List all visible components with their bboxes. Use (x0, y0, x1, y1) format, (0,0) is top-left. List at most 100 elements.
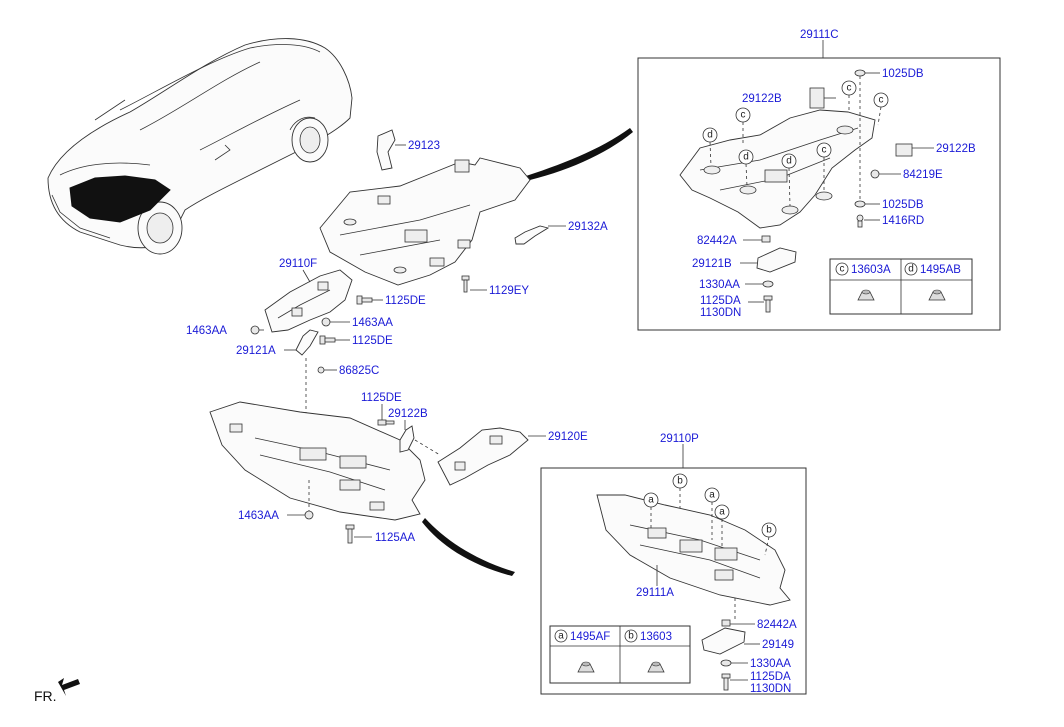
fr-label: FR. (34, 688, 57, 704)
detail-frame-29110P (540, 467, 807, 695)
upper-undercover-29111 (319, 157, 531, 286)
nut-82442A-top (743, 235, 771, 243)
label-29122B-c: 29122B (388, 408, 428, 420)
bolt-1463AA-b (321, 317, 350, 327)
label-1463AA-b: 1463AA (352, 317, 393, 329)
lower-undercover-29110 (209, 401, 426, 521)
legend-code-1495AF: 1495AF (570, 631, 610, 643)
bolt-1125DE-c (377, 404, 395, 426)
callout-c-4: c (816, 142, 832, 158)
label-1125AA: 1125AA (375, 532, 415, 544)
svg-text:d: d (743, 152, 749, 163)
legend-code-1495AB: 1495AB (920, 264, 961, 276)
svg-text:c: c (847, 83, 852, 94)
callout-a-1: a (643, 492, 659, 508)
bracket-29121A (284, 329, 319, 356)
front-arrow-icon (58, 678, 80, 696)
nut-84219E (870, 169, 901, 179)
bolt-1125DE-a (356, 295, 383, 305)
side-bracket-29120E (437, 427, 529, 486)
label-1125DA-bot: 1125DA (750, 671, 791, 683)
washer-1025DB-top (854, 69, 880, 77)
nut-82442A-bot (721, 619, 755, 627)
legend-code-13603: 13603 (640, 631, 672, 643)
callout-c-2: c (873, 92, 889, 108)
legend-code-13603A: 13603A (851, 264, 891, 276)
undercover-29111C (679, 87, 913, 229)
bolt-1125DE-b (319, 335, 350, 345)
svg-text:c: c (822, 145, 827, 156)
svg-text:c: c (741, 110, 746, 121)
label-1463AA-a: 1463AA (186, 325, 227, 337)
svg-text:d: d (908, 264, 914, 275)
svg-text:b: b (766, 525, 772, 536)
label-29132A: 29132A (568, 221, 608, 233)
label-1330AA-bot: 1330AA (750, 658, 791, 670)
label-29111A: 29111A (636, 587, 674, 599)
bracket-29132A (514, 225, 550, 245)
svg-text:a: a (648, 495, 654, 506)
label-29110F: 29110F (279, 258, 317, 270)
label-29121B: 29121B (692, 258, 732, 270)
callout-a-2: a (704, 487, 720, 503)
part-labels: 29111C 1025DB 29122B 29122B 84219E 1025D… (186, 29, 976, 695)
callout-a-3: a (714, 504, 730, 520)
front-direction-indicator: FR. (34, 678, 80, 704)
bracket-29123 (376, 129, 396, 171)
label-84219E: 84219E (903, 169, 943, 181)
undercover-29110P (596, 494, 791, 606)
bolt-1129EY (461, 275, 487, 293)
svg-text:d: d (707, 130, 713, 141)
plate-29149 (701, 627, 760, 655)
label-1129EY: 1129EY (489, 285, 529, 297)
label-1125DE-a: 1125DE (385, 295, 426, 307)
clip-86825C (317, 366, 337, 374)
bolt-1125DA-bot (721, 673, 748, 691)
car-illustration (47, 38, 353, 255)
label-29123: 29123 (408, 140, 440, 152)
detail-frame-29111C (637, 57, 1001, 331)
pointer-wedge-top (520, 128, 633, 182)
legend-table-top: c 13603A d 1495AB (829, 258, 973, 315)
bolt-1125AA (345, 524, 372, 544)
label-1463AA-c: 1463AA (238, 510, 279, 522)
label-1125DE-b: 1125DE (352, 335, 393, 347)
label-29149: 29149 (762, 639, 794, 651)
label-1130DN-bot: 1130DN (750, 683, 791, 695)
callout-c-3: c (735, 107, 751, 123)
label-1330AA-top: 1330AA (699, 279, 740, 291)
label-1025DB-bot: 1025DB (882, 199, 924, 211)
callout-c-1: c (841, 80, 857, 96)
svg-text:a: a (719, 507, 725, 518)
bracket-29122B-c (399, 425, 415, 453)
callout-b-1: b (672, 473, 688, 489)
svg-text:b: b (677, 476, 683, 487)
bolt-1463AA-c (287, 480, 314, 520)
label-86825C: 86825C (339, 365, 379, 377)
label-29111C: 29111C (800, 29, 839, 41)
svg-text:a: a (709, 490, 715, 501)
washer-1330AA-top (745, 280, 774, 288)
svg-text:c: c (840, 264, 845, 275)
svg-text:a: a (558, 631, 564, 642)
callout-d-3: d (781, 153, 797, 169)
label-29120E: 29120E (548, 431, 588, 443)
label-29122B-b: 29122B (936, 143, 976, 155)
pointer-wedge-bottom (422, 518, 515, 576)
label-29122B-a: 29122B (742, 93, 782, 105)
label-29121A: 29121A (236, 345, 276, 357)
washer-1330AA-bot (720, 659, 748, 667)
label-82442A-top: 82442A (697, 235, 737, 247)
svg-text:d: d (786, 156, 792, 167)
label-1130DN-top: 1130DN (700, 307, 741, 319)
callout-d-2: d (738, 149, 754, 165)
svg-text:c: c (879, 95, 884, 106)
bolt-1463AA-a (250, 325, 264, 335)
legend-table-bottom: a 1495AF b 13603 (549, 625, 691, 684)
label-1025DB-top: 1025DB (882, 68, 924, 80)
washer-1025DB-bot (854, 200, 880, 208)
callout-d-1: d (702, 127, 718, 143)
plate-29121B (740, 247, 797, 273)
bolt-1416RD (856, 214, 880, 228)
